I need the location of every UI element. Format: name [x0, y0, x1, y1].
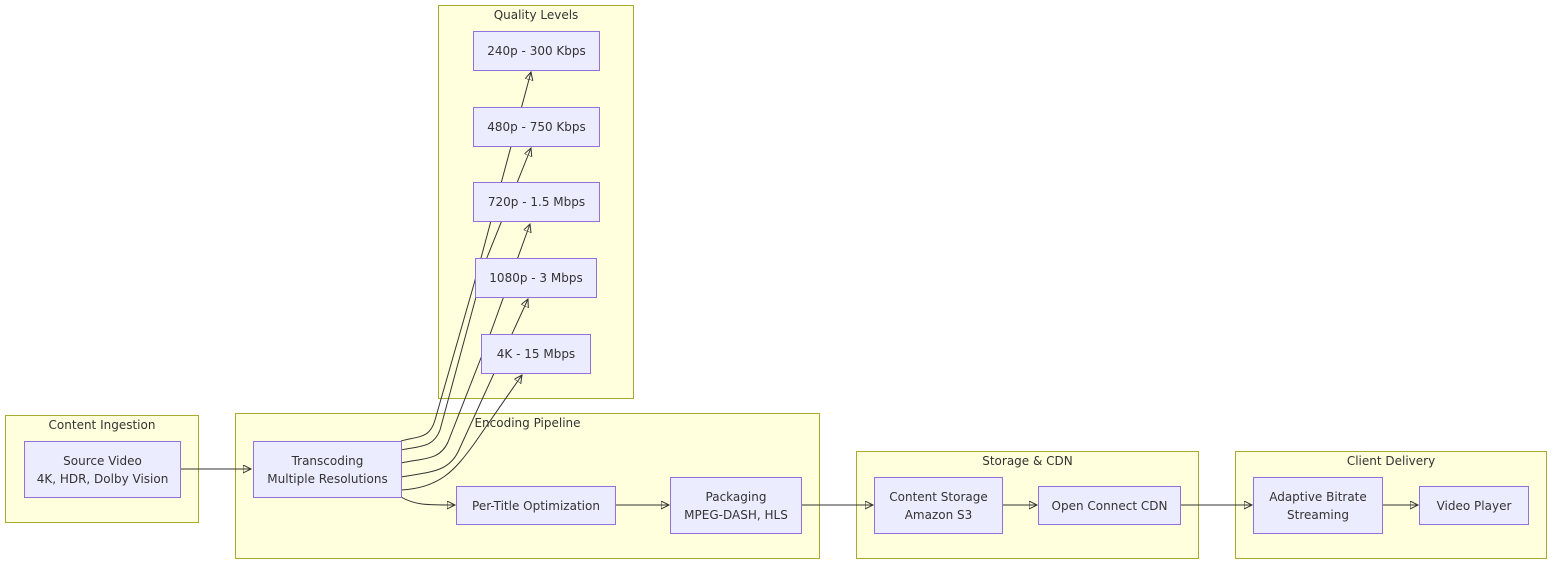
node-1080p: 1080p - 3 Mbps — [475, 258, 597, 298]
node-adaptive-bitrate-streaming: Adaptive Bitrate Streaming — [1253, 477, 1383, 534]
node-source-video-line1: Source Video — [63, 453, 142, 468]
node-packaging: Packaging MPEG-DASH, HLS — [670, 477, 802, 534]
cluster-title-encoding-pipeline: Encoding Pipeline — [474, 416, 581, 430]
node-transcoding-line1: Transcoding — [291, 453, 364, 468]
node-4k: 4K - 15 Mbps — [481, 334, 591, 374]
node-source-video: Source Video 4K, HDR, Dolby Vision — [24, 441, 181, 498]
node-packaging-line2: MPEG-DASH, HLS — [684, 507, 788, 522]
node-packaging-line1: Packaging — [705, 489, 767, 504]
node-content-storage: Content Storage Amazon S3 — [874, 477, 1003, 534]
node-content-storage-line1: Content Storage — [889, 489, 988, 504]
node-240p-label: 240p - 300 Kbps — [487, 44, 586, 58]
node-4k-label: 4K - 15 Mbps — [496, 347, 576, 361]
edge-transcoding-to-1080p — [400, 299, 528, 478]
edge-transcoding-to-4k — [400, 375, 522, 491]
node-video-player: Video Player — [1419, 486, 1529, 525]
node-480p-label: 480p - 750 Kbps — [487, 120, 586, 134]
cluster-title-client-delivery: Client Delivery — [1346, 454, 1436, 468]
node-adaptive-bitrate-streaming-line2: Streaming — [1287, 507, 1349, 522]
node-content-storage-line2: Amazon S3 — [904, 507, 973, 522]
cluster-title-content-ingestion: Content Ingestion — [48, 418, 156, 432]
node-1080p-label: 1080p - 3 Mbps — [489, 271, 583, 285]
node-480p: 480p - 750 Kbps — [473, 107, 600, 147]
node-per-title-optimization: Per-Title Optimization — [456, 486, 616, 525]
node-720p-label: 720p - 1.5 Mbps — [487, 195, 586, 209]
node-adaptive-bitrate-streaming-line1: Adaptive Bitrate — [1269, 489, 1367, 504]
node-per-title-optimization-label: Per-Title Optimization — [472, 498, 600, 513]
node-video-player-label: Video Player — [1436, 498, 1512, 513]
edge-transcoding-to-480p — [400, 148, 531, 451]
cluster-title-quality-levels: Quality Levels — [493, 8, 579, 22]
cluster-title-storage-cdn: Storage & CDN — [982, 454, 1073, 468]
edge-transcoding-to-per-title — [400, 496, 455, 505]
node-source-video-line2: 4K, HDR, Dolby Vision — [36, 471, 169, 486]
node-240p: 240p - 300 Kbps — [473, 31, 600, 71]
node-open-connect-cdn-label: Open Connect CDN — [1051, 498, 1168, 513]
node-open-connect-cdn: Open Connect CDN — [1038, 486, 1181, 525]
edge-transcoding-to-240p — [400, 72, 531, 442]
node-transcoding: Transcoding Multiple Resolutions — [253, 441, 402, 498]
node-transcoding-line2: Multiple Resolutions — [267, 471, 388, 486]
node-720p: 720p - 1.5 Mbps — [473, 182, 600, 222]
edge-transcoding-to-720p — [400, 224, 530, 464]
